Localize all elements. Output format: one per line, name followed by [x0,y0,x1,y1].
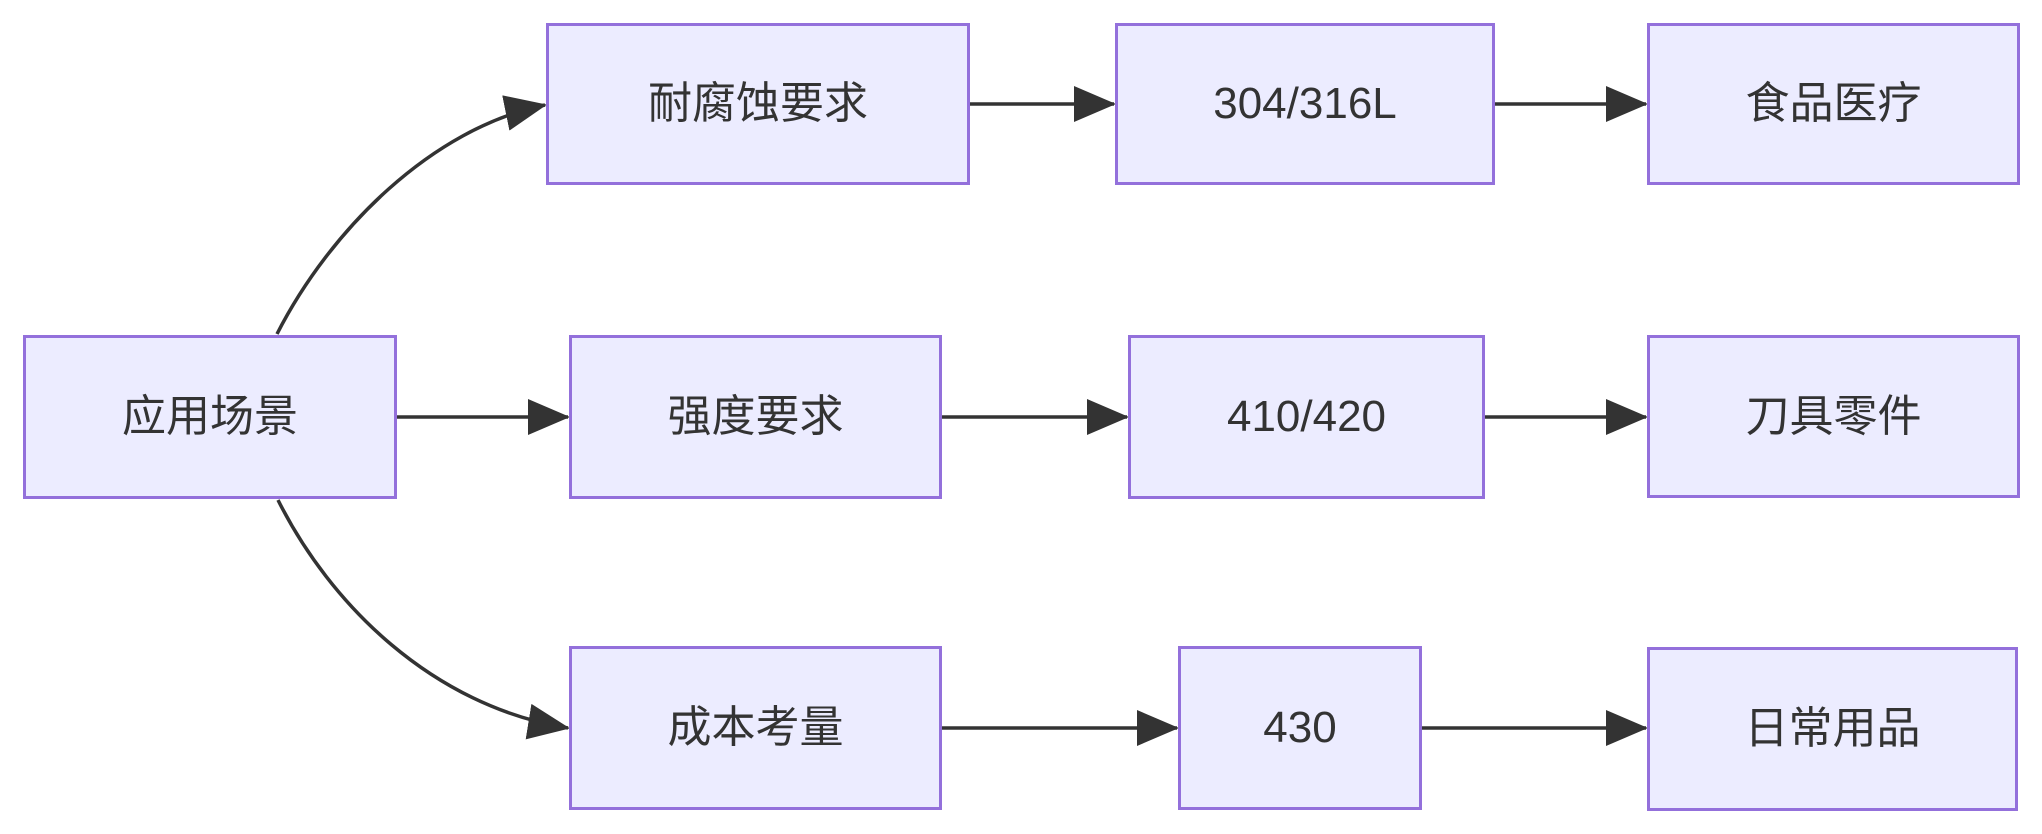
node-grade-410-420: 410/420 [1128,335,1485,499]
node-label: 成本考量 [667,703,844,752]
node-food-medical: 食品医疗 [1647,23,2020,185]
edge-root-to-corrosion [275,95,547,335]
node-knife-parts: 刀具零件 [1647,335,2020,498]
node-label: 强度要求 [667,392,844,441]
node-cost-consideration: 成本考量 [569,646,942,810]
node-strength-requirement: 强度要求 [569,335,942,499]
node-label: 日常用品 [1744,704,1921,753]
node-label: 应用场景 [122,392,298,441]
node-label: 耐腐蚀要求 [648,79,868,128]
node-label: 食品医疗 [1745,79,1922,128]
node-label: 410/420 [1226,392,1387,441]
node-label: 304/316L [1213,79,1397,128]
node-corrosion-requirement: 耐腐蚀要求 [546,23,970,185]
node-label: 430 [1263,703,1337,752]
edge-root-to-cost [276,499,570,740]
node-grade-304-316l: 304/316L [1115,23,1495,185]
node-daily-goods: 日常用品 [1647,647,2018,811]
node-application-scenario: 应用场景 [23,335,397,499]
node-label: 刀具零件 [1745,391,1922,441]
node-grade-430: 430 [1178,646,1422,810]
